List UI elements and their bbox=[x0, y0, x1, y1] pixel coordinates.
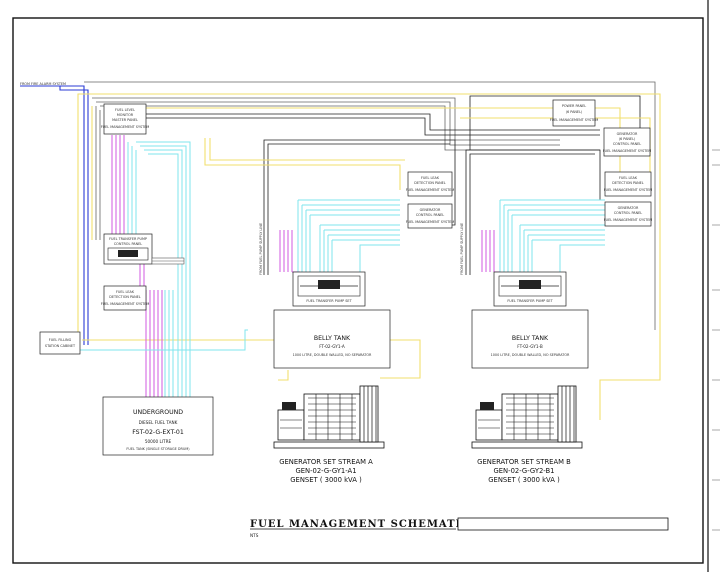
svg-text:BELLY TANK: BELLY TANK bbox=[512, 335, 549, 342]
svg-text:FUEL TRANSFER PUMP SET: FUEL TRANSFER PUMP SET bbox=[507, 299, 553, 303]
belly-tank-b: BELLY TANK FT-02-GY1-B 1000 LITRE, DOUBL… bbox=[471, 309, 589, 369]
black-control-lines bbox=[104, 95, 641, 275]
svg-text:DETECTION PANEL: DETECTION PANEL bbox=[612, 181, 644, 185]
svg-text:CONTROL PANEL: CONTROL PANEL bbox=[114, 242, 142, 246]
svg-text:50000 LITRE: 50000 LITRE bbox=[145, 439, 172, 444]
svg-text:FUEL MANAGEMENT SYSTEM: FUEL MANAGEMENT SYSTEM bbox=[550, 118, 599, 122]
svg-text:FUEL MANAGEMENT SYSTEM: FUEL MANAGEMENT SYSTEM bbox=[603, 149, 652, 153]
svg-text:FUEL MANAGEMENT SYSTEM: FUEL MANAGEMENT SYSTEM bbox=[406, 188, 455, 192]
svg-text:FUEL TANK (SINGLE STORAGE DRUM: FUEL TANK (SINGLE STORAGE DRUM) bbox=[126, 447, 190, 451]
pump-set-b: FUEL TRANSFER PUMP SET bbox=[493, 271, 567, 307]
drawing-border bbox=[12, 17, 704, 564]
drawing-title: FUEL MANAGEMENT SCHEMATIC SYSTEM bbox=[250, 519, 528, 530]
leak-detection-panel-a: FUEL LEAK DETECTION PANEL FUEL MANAGEMEN… bbox=[406, 171, 455, 197]
svg-text:GEN-02-G-GY1-A1: GEN-02-G-GY1-A1 bbox=[295, 467, 356, 475]
svg-text:CONTROL PANEL: CONTROL PANEL bbox=[614, 211, 642, 215]
svg-text:CONTROL PANEL: CONTROL PANEL bbox=[416, 213, 444, 217]
cyan-fuel-lines bbox=[80, 141, 605, 400]
svg-text:GENSET ( 3000 kVA ): GENSET ( 3000 kVA ) bbox=[488, 476, 560, 484]
svg-text:DIESEL FUEL TANK: DIESEL FUEL TANK bbox=[139, 420, 178, 425]
svg-text:FT-02-GY1-A: FT-02-GY1-A bbox=[319, 344, 345, 349]
svg-text:FT-02-GY1-B: FT-02-GY1-B bbox=[517, 344, 543, 349]
svg-text:DETECTION PANEL: DETECTION PANEL bbox=[414, 181, 446, 185]
svg-text:FUEL MANAGEMENT SYSTEM: FUEL MANAGEMENT SYSTEM bbox=[604, 218, 653, 222]
svg-text:1000 LITRE, DOUBLE WALLED, NO: 1000 LITRE, DOUBLE WALLED, NO SEPARATOR bbox=[491, 353, 570, 357]
vertical-note-b: FROM FUEL PUMP SUPPLY LINE bbox=[460, 223, 464, 275]
svg-text:GENERATOR: GENERATOR bbox=[618, 206, 639, 210]
svg-text:MASTER PANEL: MASTER PANEL bbox=[112, 118, 138, 122]
generator-control-panel-a: GENERATOR CONTROL PANEL FUEL MANAGEMENT … bbox=[406, 203, 455, 229]
left-pump-control-panel: FUEL TRANSFER PUMP CONTROL PANEL bbox=[103, 233, 185, 265]
generator-b-caption: GENERATOR SET STREAM B GEN-02-G-GY2-B1 G… bbox=[477, 458, 571, 484]
svg-text:FST-02-G-EXT-01: FST-02-G-EXT-01 bbox=[132, 429, 184, 436]
underground-fuel-tank: UNDERGROUND DIESEL FUEL TANK FST-02-G-EX… bbox=[102, 396, 214, 456]
svg-text:(6 PANEL): (6 PANEL) bbox=[619, 137, 636, 141]
generator-set-a-drawing bbox=[273, 385, 385, 449]
svg-text:STATION CABINET: STATION CABINET bbox=[45, 344, 76, 348]
svg-text:MONITOR: MONITOR bbox=[117, 113, 134, 117]
svg-text:FUEL MANAGEMENT SYSTEM: FUEL MANAGEMENT SYSTEM bbox=[406, 220, 455, 224]
svg-text:UNDERGROUND: UNDERGROUND bbox=[133, 409, 183, 416]
svg-text:GENERATOR SET STREAM A: GENERATOR SET STREAM A bbox=[279, 458, 373, 466]
svg-text:CONTROL PANEL: CONTROL PANEL bbox=[613, 142, 641, 146]
svg-text:GENERATOR: GENERATOR bbox=[617, 132, 638, 136]
svg-text:FUEL MANAGEMENT SYSTEM: FUEL MANAGEMENT SYSTEM bbox=[604, 188, 653, 192]
gray-control-lines bbox=[84, 81, 656, 330]
svg-text:FUEL LEVEL: FUEL LEVEL bbox=[115, 108, 135, 112]
generator-a-caption: GENERATOR SET STREAM A GEN-02-G-GY1-A1 G… bbox=[279, 458, 373, 484]
leak-detection-panel-b: FUEL LEAK DETECTION PANEL FUEL MANAGEMEN… bbox=[604, 171, 653, 197]
svg-text:FUEL LEAK: FUEL LEAK bbox=[619, 176, 638, 180]
left-master-panel: FUEL LEVEL MONITOR MASTER PANEL FUEL MAN… bbox=[101, 103, 150, 135]
svg-text:FUEL FILLING: FUEL FILLING bbox=[49, 338, 72, 342]
svg-text:GENERATOR SET STREAM B: GENERATOR SET STREAM B bbox=[477, 458, 571, 466]
svg-text:GENSET ( 3000 kVA ): GENSET ( 3000 kVA ) bbox=[290, 476, 362, 484]
fire-alarm-label: FROM FIRE ALARM SYSTEM bbox=[20, 82, 66, 86]
belly-tank-a: BELLY TANK FT-02-GY1-A 1000 LITRE, DOUBL… bbox=[273, 309, 391, 369]
svg-text:BELLY TANK: BELLY TANK bbox=[314, 335, 351, 342]
generator-panel-top-right: GENERATOR (6 PANEL) CONTROL PANEL FUEL M… bbox=[603, 127, 652, 157]
pump-set-a: FUEL TRANSFER PUMP SET bbox=[292, 271, 366, 307]
svg-text:FUEL LEAK: FUEL LEAK bbox=[421, 176, 440, 180]
left-leak-detection-panel: FUEL LEAK DETECTION PANEL FUEL MANAGEMEN… bbox=[101, 285, 150, 311]
svg-text:FUEL MANAGEMENT SYSTEM: FUEL MANAGEMENT SYSTEM bbox=[101, 125, 150, 129]
generator-control-panel-b: GENERATOR CONTROL PANEL FUEL MANAGEMENT … bbox=[604, 201, 653, 227]
blue-fire-alarm-lines bbox=[20, 85, 89, 345]
scale-note: NTS bbox=[250, 533, 259, 538]
svg-text:GEN-02-G-GY2-B1: GEN-02-G-GY2-B1 bbox=[493, 467, 554, 475]
svg-text:GENERATOR: GENERATOR bbox=[420, 208, 441, 212]
svg-text:(6 PANEL): (6 PANEL) bbox=[566, 110, 583, 114]
magenta-fuel-lines bbox=[111, 135, 500, 400]
svg-text:FUEL MANAGEMENT SYSTEM: FUEL MANAGEMENT SYSTEM bbox=[101, 302, 150, 306]
svg-text:FUEL LEAK: FUEL LEAK bbox=[116, 290, 135, 294]
title-blank-box bbox=[457, 517, 669, 531]
power-panel: POWER PANEL (6 PANEL) FUEL MANAGEMENT SY… bbox=[550, 99, 599, 127]
vertical-note-a: FROM FUEL PUMP SUPPLY LINE bbox=[259, 223, 263, 275]
svg-text:FUEL TRANSFER PUMP: FUEL TRANSFER PUMP bbox=[109, 237, 147, 241]
generator-set-b-drawing bbox=[471, 385, 583, 449]
title-strip-marks bbox=[712, 149, 720, 531]
svg-text:POWER PANEL: POWER PANEL bbox=[562, 104, 586, 108]
svg-text:DETECTION PANEL: DETECTION PANEL bbox=[109, 295, 141, 299]
fuel-filling-station: FUEL FILLING STATION CABINET bbox=[39, 331, 81, 355]
svg-text:FUEL TRANSFER PUMP SET: FUEL TRANSFER PUMP SET bbox=[306, 299, 352, 303]
svg-text:1000 LITRE, DOUBLE WALLED, NO: 1000 LITRE, DOUBLE WALLED, NO SEPARATOR bbox=[293, 353, 372, 357]
